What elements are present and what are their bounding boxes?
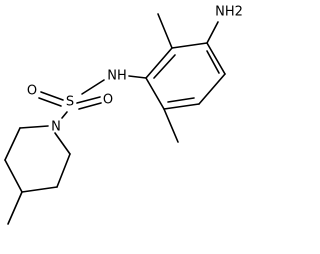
bond-ring xyxy=(19,125,49,129)
bond-amine xyxy=(206,21,219,44)
bond-s-o-left xyxy=(40,91,64,101)
atom-sulfur: S xyxy=(66,95,74,110)
bond-methyl-top xyxy=(157,13,173,49)
bond-nh-sulfur xyxy=(81,79,105,95)
structure-diagram: NH2 NH S O O N xyxy=(4,5,243,225)
bond-sulfur-nitrogen xyxy=(61,111,68,119)
bond-ring xyxy=(198,73,226,105)
atom-oxygen-right: O xyxy=(103,93,113,108)
bond-methyl-piperidine xyxy=(7,191,23,225)
piperidine-ring xyxy=(4,125,71,193)
atom-ring-nitrogen: N xyxy=(51,120,61,135)
benzene-ring xyxy=(145,42,226,110)
bond-s-o-right xyxy=(76,96,101,104)
bond-ring xyxy=(56,153,71,188)
bond-ring xyxy=(4,159,23,193)
atom-amide-nh: NH xyxy=(107,69,127,84)
bond-ring xyxy=(171,42,208,49)
atom-oxygen-left: O xyxy=(27,84,37,99)
bond-ring xyxy=(145,77,165,110)
bond-ring xyxy=(163,103,200,110)
bond-methyl-bottom xyxy=(163,108,179,143)
bond-s-o-right xyxy=(78,102,102,110)
bond-ring xyxy=(145,47,173,79)
bond-nh-ring xyxy=(128,75,147,79)
bond-aromatic-inner xyxy=(167,97,195,103)
bond-s-o-left xyxy=(38,97,62,107)
atom-amine: NH2 xyxy=(215,5,243,20)
bond-ring xyxy=(4,127,21,161)
bond-ring xyxy=(21,186,58,193)
bond-ring xyxy=(206,42,226,75)
bond-aromatic-inner xyxy=(153,54,176,79)
bond-aromatic-inner xyxy=(206,50,220,74)
bond-ring xyxy=(54,132,71,155)
